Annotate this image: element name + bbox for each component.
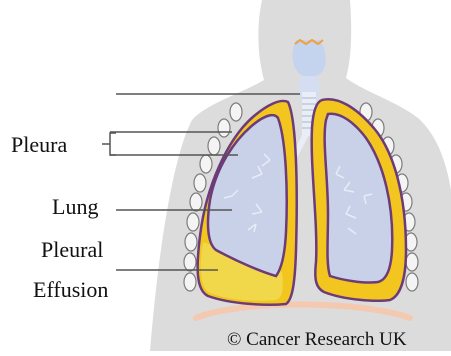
pleural-effusion-label-line2: Effusion bbox=[33, 279, 108, 301]
copyright-credit: © Cancer Research UK bbox=[227, 330, 407, 349]
lung-label: Lung bbox=[52, 196, 98, 218]
pleura-bracket bbox=[102, 133, 116, 155]
pleural-effusion-label-line1: Pleural bbox=[41, 239, 103, 261]
pleura-label: Pleura bbox=[11, 134, 67, 156]
